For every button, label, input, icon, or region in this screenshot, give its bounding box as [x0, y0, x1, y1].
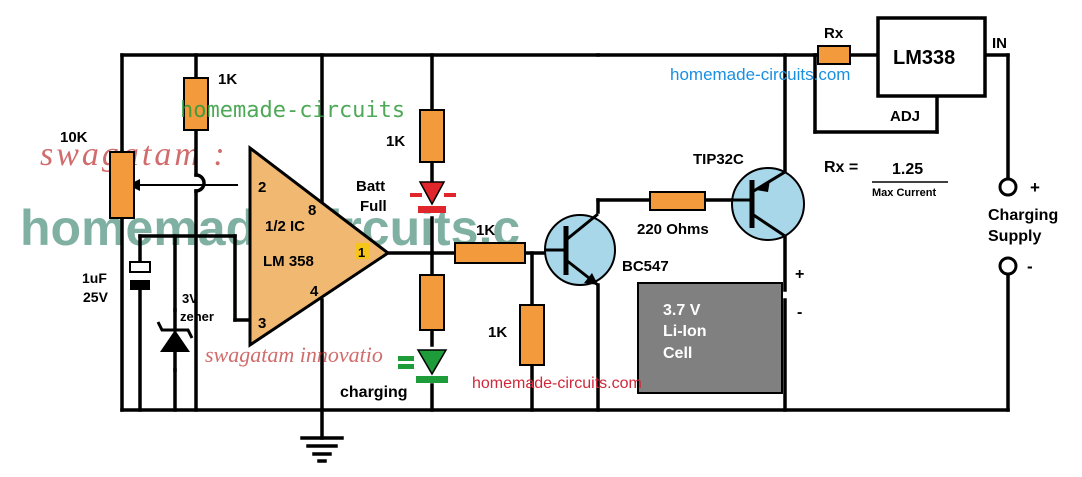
label-plus-terminal: +: [1030, 178, 1040, 197]
label-r-top-left: 1K: [218, 71, 237, 88]
capacitor-1uf: [129, 261, 151, 290]
label-pot: 10K: [60, 129, 88, 146]
label-full: Full: [360, 198, 387, 215]
label-bc547: BC547: [622, 258, 669, 275]
watermark-homemade-red: homemade-circuits.com: [472, 375, 642, 392]
label-zener-1: 3V: [182, 291, 198, 306]
watermark-swagatam-innovations: swagatam innovatio: [205, 342, 383, 367]
resistor-220-ohms: [649, 191, 706, 211]
transistor-tip32c: [730, 167, 805, 241]
led-charging: [398, 349, 448, 383]
potentiometer-10k: [109, 151, 135, 219]
label-rx: Rx: [824, 25, 844, 42]
resistor-rx: [817, 45, 851, 65]
label-pin1: 1: [358, 245, 365, 260]
label-pin2: 2: [258, 179, 266, 196]
resistor-1k-base: [454, 242, 526, 264]
li-ion-cell: [637, 282, 783, 394]
label-opamp-1: 1/2 IC: [265, 218, 305, 235]
label-opamp-2: LM 358: [263, 253, 314, 270]
supply-terminal-plus: [998, 177, 1018, 197]
label-batt-minus: -: [797, 304, 802, 321]
label-lm338: LM338: [893, 47, 955, 69]
label-batt: Batt: [356, 178, 385, 195]
label-pin4: 4: [310, 283, 319, 300]
regulator-lm338: [876, 16, 987, 98]
resistor-1k-top-left: [183, 77, 209, 131]
led-batt-full: [410, 181, 456, 213]
watermark-homemade-blue: homemade-circuits.com: [670, 65, 850, 84]
label-in: IN: [992, 35, 1007, 52]
label-pin8: 8: [308, 202, 316, 219]
ground-symbol: [300, 408, 344, 463]
resistor-charging-led: [419, 274, 445, 331]
label-cell-2: Li-Ion: [663, 323, 707, 340]
label-cap-2: 25V: [83, 289, 109, 305]
label-cap-1: 1uF: [82, 270, 107, 286]
opamp-lm358: [248, 144, 391, 348]
label-minus-terminal: -: [1027, 257, 1033, 276]
label-cell-3: Cell: [663, 345, 692, 362]
label-r-bottom: 1K: [488, 324, 507, 341]
resistor-1k-led: [419, 109, 445, 163]
label-r-base: 1K: [476, 222, 495, 239]
wires: [120, 53, 1010, 412]
label-pin3: 3: [258, 315, 266, 332]
label-formula-den: Max Current: [872, 187, 937, 199]
label-formula-lhs: Rx =: [824, 159, 858, 176]
label-adj: ADJ: [890, 108, 920, 125]
label-supply-2: Supply: [988, 228, 1041, 245]
label-r-led: 1K: [386, 133, 405, 150]
label-zener-2: zener: [180, 309, 214, 324]
transistor-bc547: [544, 212, 616, 287]
watermark-homemade-small: homemade-circuits: [180, 98, 405, 123]
label-cell-1: 3.7 V: [663, 302, 701, 319]
label-formula-num: 1.25: [892, 161, 923, 178]
supply-terminal-minus: [998, 256, 1018, 276]
label-tip32c: TIP32C: [693, 151, 744, 168]
label-220-ohms: 220 Ohms: [637, 221, 709, 238]
label-batt-plus: +: [795, 266, 804, 283]
label-supply-1: Charging: [988, 207, 1058, 224]
zener-diode-3v: [156, 308, 194, 372]
resistor-1k-bottom: [519, 304, 545, 366]
label-charging: charging: [340, 384, 408, 401]
